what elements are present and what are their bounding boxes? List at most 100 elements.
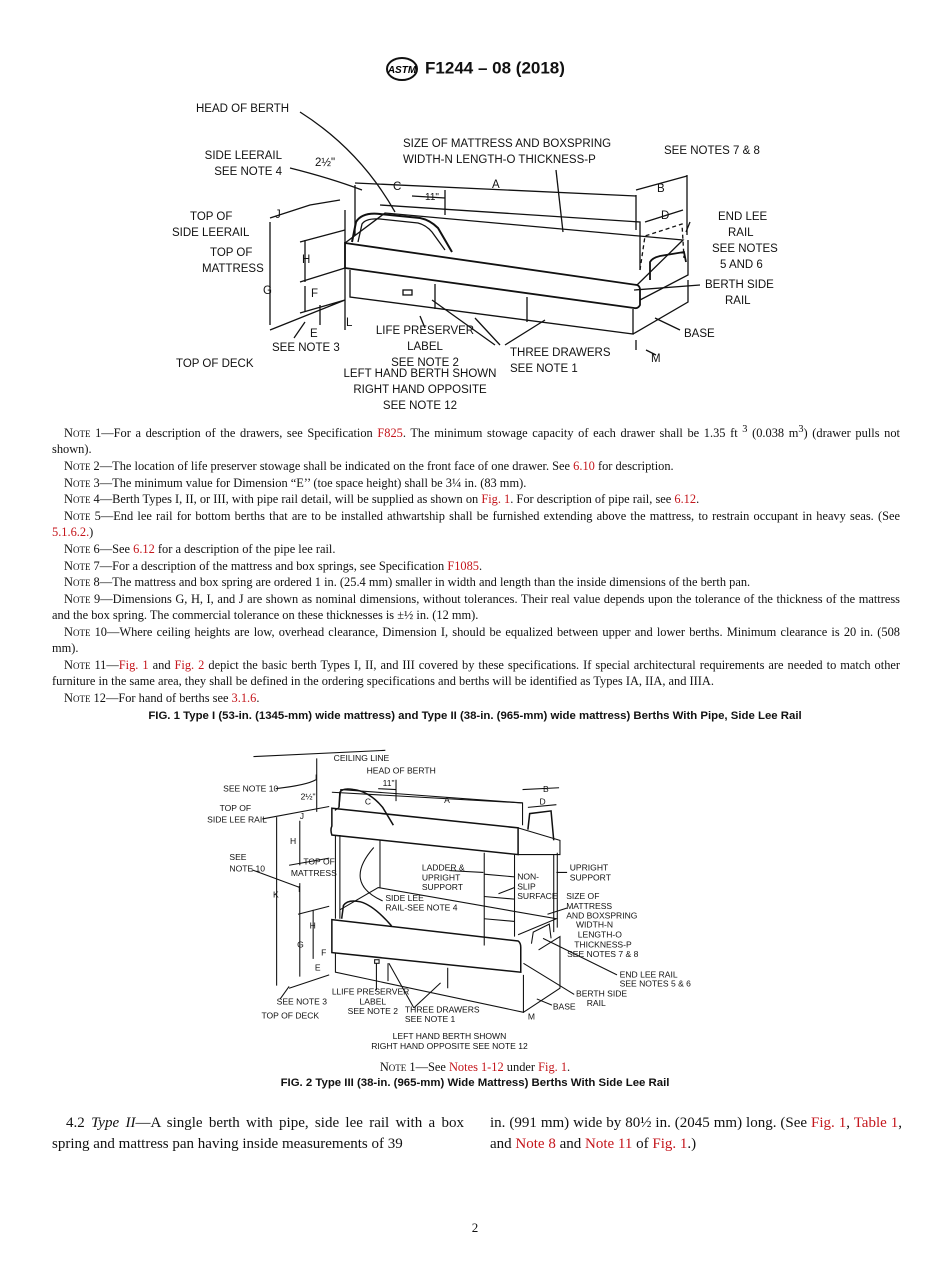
note-text: (0.038 m <box>747 426 799 441</box>
note-text: —The mattress and box spring are ordered… <box>99 575 751 590</box>
note-label: Note 6 <box>64 542 100 557</box>
cross-reference-link[interactable]: 3.1.6 <box>231 690 257 705</box>
note-12: Note 12—For hand of berths see 3.1.6. <box>52 690 900 706</box>
label: RAIL <box>728 227 754 239</box>
note-text: —Dimensions G, H, I, and J are shown as … <box>52 592 900 623</box>
label: J <box>275 209 281 221</box>
cross-reference-link[interactable]: Note 11 <box>585 1136 633 1152</box>
label: LADDER & <box>422 863 465 873</box>
note-text: —See <box>415 1060 449 1074</box>
label: LIFE PRESERVER <box>376 325 474 337</box>
label: 5 AND 6 <box>720 259 763 271</box>
label: WIDTH-N LENGTH-O THICKNESS-P <box>403 154 596 166</box>
label: WIDTH-N <box>576 920 613 930</box>
label: G <box>297 939 304 949</box>
note-7: Note 7—For a description of the mattress… <box>52 558 900 574</box>
label: I <box>298 884 300 894</box>
label: SEE NOTE 12 <box>383 400 457 412</box>
note-1: Note 1—For a description of the drawers,… <box>52 422 900 458</box>
note-text: depict the basic berth Types I, II, and … <box>52 657 901 689</box>
note-text: —For a description of the drawers, see S… <box>101 426 378 441</box>
label: TOP OF DECK <box>261 1011 319 1021</box>
note-text: . <box>696 492 700 507</box>
label: END LEE RAIL <box>620 970 678 980</box>
label: HEAD OF BERTH <box>367 766 436 776</box>
label: I <box>315 773 317 783</box>
label: SEE NOTE 1 <box>405 1014 456 1024</box>
note-text: in. (991 mm) wide by 80½ in. (2045 mm) l… <box>490 1115 812 1131</box>
label: SEE NOTE 10 <box>223 783 278 793</box>
cross-reference-link[interactable]: 6.12 <box>133 542 155 557</box>
svg-text:ASTM: ASTM <box>387 65 417 76</box>
label: E <box>310 328 318 340</box>
cross-reference-link[interactable]: Fig. 1 <box>811 1115 847 1131</box>
section-number: 4.2 <box>66 1115 85 1131</box>
label: H <box>310 921 316 931</box>
label: SEE NOTE 3 <box>277 996 328 1006</box>
note-text: , <box>846 1115 854 1131</box>
label: A <box>444 795 450 805</box>
note-text: . For description of pipe rail, see <box>510 492 675 507</box>
cross-reference-link[interactable]: Table 1 <box>853 1115 899 1131</box>
note-10: Note 10—Where ceiling heights are low, o… <box>52 624 900 656</box>
label: F <box>321 947 326 957</box>
superscript: 3 <box>798 424 804 435</box>
note-label: Note 10 <box>64 625 107 640</box>
note-label: Note 2 <box>64 459 100 474</box>
label: RAIL <box>725 295 751 307</box>
cross-reference-link[interactable]: Note 8 <box>515 1136 556 1152</box>
cross-reference-link[interactable]: F1085 <box>447 558 479 573</box>
label: RAIL <box>587 998 606 1008</box>
label: THREE DRAWERS <box>510 347 611 359</box>
label: J <box>300 811 304 821</box>
note-label: Note 5 <box>64 509 101 524</box>
cross-reference-link[interactable]: 6.10 <box>573 459 595 474</box>
label: B <box>543 784 549 794</box>
label: MATTRESS <box>291 868 337 878</box>
label: SEE NOTE 2 <box>391 357 459 369</box>
cross-reference-link[interactable]: F825 <box>377 426 403 441</box>
label: LIFE PRESERVER <box>336 986 409 996</box>
note-text: .) <box>687 1136 697 1152</box>
label: AND BOXSPRING <box>566 911 638 921</box>
label: 11" <box>425 192 439 203</box>
label: L <box>346 317 353 329</box>
label: SEE NOTE 1 <box>510 363 578 375</box>
note-text: — <box>106 657 119 672</box>
cross-reference-link[interactable]: Fig. 1 <box>652 1136 688 1152</box>
link-fig-1[interactable]: Fig. 1 <box>538 1060 568 1074</box>
note-text: . <box>479 558 483 573</box>
label: 2½" <box>301 791 316 801</box>
label: MATTRESS <box>202 263 264 275</box>
label: LEFT HAND BERTH SHOWN <box>344 368 497 380</box>
link-notes[interactable]: Notes 1-12 <box>448 1060 504 1074</box>
label: B <box>657 183 665 195</box>
label: TOP OF DECK <box>176 358 254 370</box>
note-label: Note 1 <box>64 426 102 441</box>
label: TOP OF <box>220 803 252 813</box>
cross-reference-link[interactable]: 5.1.6.2. <box>52 525 90 540</box>
label: K <box>273 889 279 899</box>
cross-reference-link[interactable]: Fig. 1 <box>481 492 511 507</box>
cross-reference-link[interactable]: Fig. 2 <box>174 657 205 672</box>
label: SEE NOTES 7 & 8 <box>567 949 638 959</box>
label: H <box>290 836 296 846</box>
body-text: —A single berth with pipe, side lee rail… <box>52 1115 464 1152</box>
label: NON- <box>517 872 539 882</box>
label: C <box>393 181 401 193</box>
cross-reference-link[interactable]: 6.12 <box>674 492 697 507</box>
cross-reference-link[interactable]: Fig. 1 <box>118 657 149 672</box>
label: RIGHT HAND OPPOSITE <box>353 384 487 396</box>
note-text: —See <box>99 542 134 557</box>
label: LENGTH-O <box>578 929 623 939</box>
label: TOP OF <box>190 211 232 223</box>
label: TOP OF <box>303 856 335 866</box>
label: SURFACE <box>517 891 558 901</box>
body-left-column: 4.2 Type II—A single berth with pipe, si… <box>52 1113 464 1155</box>
note-text: under <box>503 1060 539 1074</box>
label: SIDE LEE <box>385 893 424 903</box>
note-9: Note 9—Dimensions G, H, I, and J are sho… <box>52 591 900 623</box>
label: HEAD OF BERTH <box>196 103 289 115</box>
figure-2-caption: FIG. 2 Type III (38-in. (965-mm) Wide Ma… <box>280 1077 670 1089</box>
note-label: Note 1 <box>379 1060 416 1074</box>
